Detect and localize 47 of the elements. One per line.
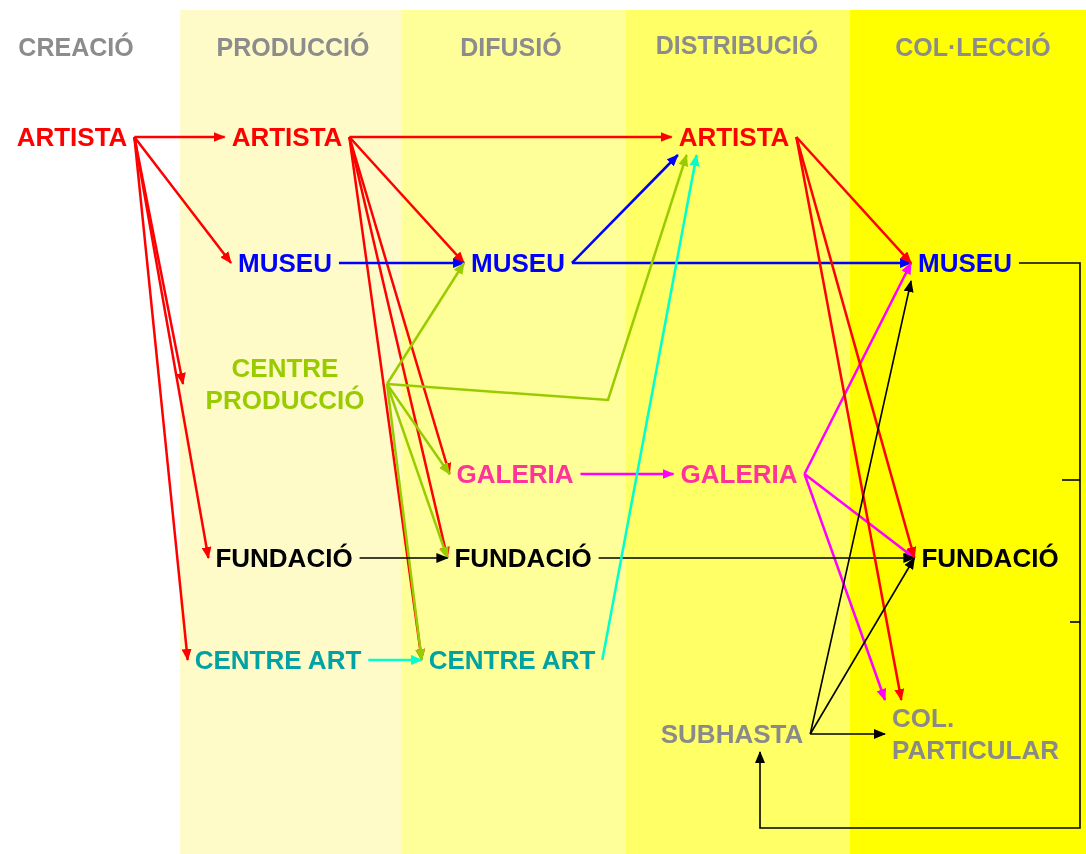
arrow <box>809 557 916 735</box>
actor-label: CENTRE ART <box>194 644 362 676</box>
arrow <box>385 383 449 559</box>
actor-label: FUNDACIÓ <box>921 542 1059 574</box>
actor-label: FUNDACIÓ <box>215 542 353 574</box>
column-heading: PRODUCCIÓ <box>216 32 370 62</box>
column-heading: DIFUSIÓ <box>460 32 562 62</box>
column-heading: DISTRIBUCIÓ <box>655 30 819 60</box>
arrow <box>385 383 451 475</box>
arrow <box>338 258 466 268</box>
arrow <box>755 262 1081 829</box>
arrow <box>133 136 233 264</box>
arrow <box>803 473 916 559</box>
arrow <box>133 136 192 661</box>
actor-label: SUBHASTA <box>660 718 804 750</box>
arrow <box>809 280 914 735</box>
arrow <box>385 262 466 385</box>
actor-label: GALERIA <box>680 458 798 490</box>
arrow <box>803 262 913 475</box>
arrow <box>809 729 886 739</box>
arrow <box>597 553 916 563</box>
actor-label: ARTISTA <box>678 121 790 153</box>
arrow <box>349 132 673 142</box>
actor-label: CENTRE PRODUCCIÓ <box>204 352 366 416</box>
actor-label: FUNDACIÓ <box>454 542 592 574</box>
arrow <box>368 655 423 665</box>
actor-label: MUSEU <box>471 247 565 279</box>
arrow <box>386 154 688 402</box>
arrow <box>580 469 675 479</box>
arrow <box>348 136 465 264</box>
actor-label: ARTISTA <box>231 121 343 153</box>
arrow <box>795 136 905 701</box>
column-heading: COL·LECCIÓ <box>895 32 1051 62</box>
actor-label: GALERIA <box>456 458 574 490</box>
arrow <box>358 553 449 563</box>
actor-label: ARTISTA <box>16 121 128 153</box>
arrow <box>571 154 679 264</box>
actor-label: COL. PARTICULAR <box>892 702 1061 766</box>
column-heading: CREACIÓ <box>18 32 134 62</box>
arrow <box>795 136 912 264</box>
arrow <box>134 132 226 142</box>
arrow <box>385 383 426 661</box>
actor-label: MUSEU <box>918 247 1012 279</box>
actor-label: CENTRE ART <box>428 644 596 676</box>
actor-label: MUSEU <box>238 247 332 279</box>
arrow <box>803 473 887 701</box>
arrow <box>601 154 700 661</box>
